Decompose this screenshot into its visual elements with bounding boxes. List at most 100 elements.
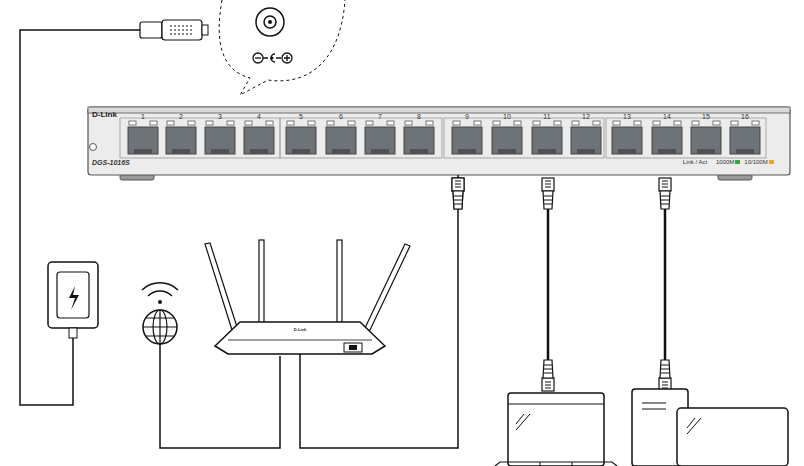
rj45-port <box>404 127 434 154</box>
rj45-port <box>730 127 760 154</box>
legend-text: 10/100M <box>744 159 767 165</box>
port-group <box>444 118 604 158</box>
port-led <box>405 121 412 125</box>
port-led <box>245 121 252 125</box>
port-led <box>348 121 355 125</box>
rj45-port <box>452 127 482 154</box>
port-number: 16 <box>741 113 749 120</box>
port-group <box>280 118 442 158</box>
rj45-port <box>492 127 522 154</box>
wan-cable <box>160 344 280 448</box>
port-number: 10 <box>503 113 511 120</box>
port-latch <box>371 149 389 154</box>
brand-logo: D-Link <box>92 111 117 119</box>
port-led <box>514 121 521 125</box>
power-adapter <box>48 262 98 338</box>
port-led <box>206 121 213 125</box>
port-led <box>327 121 334 125</box>
rj45-port <box>571 127 601 154</box>
port-number: 11 <box>543 113 550 120</box>
port-latch <box>134 149 152 154</box>
legend-swatch <box>769 160 774 164</box>
port-latch <box>538 149 556 154</box>
port-led <box>554 121 561 125</box>
port-led <box>266 121 273 125</box>
power-jack-zoom <box>219 0 345 95</box>
desktop-computer <box>632 389 788 466</box>
power-cable <box>20 30 140 405</box>
rj45-plug <box>452 178 464 209</box>
port-latch <box>618 149 636 154</box>
legend-text: 1000M <box>716 159 734 165</box>
port-led <box>387 121 394 125</box>
port-led <box>634 121 641 125</box>
port-latch <box>172 149 190 154</box>
port-latch <box>410 149 428 154</box>
port-number: 13 <box>623 113 631 120</box>
port-led <box>150 121 157 125</box>
rj45-port <box>532 127 562 154</box>
port-latch <box>498 149 516 154</box>
port-latch <box>577 149 595 154</box>
port-led <box>188 121 195 125</box>
port-led <box>752 121 759 125</box>
port-led <box>613 121 620 125</box>
port-number: 7 <box>378 113 382 120</box>
port-latch <box>658 149 676 154</box>
rj45-port <box>166 127 196 154</box>
port-number: 4 <box>257 113 261 120</box>
port-number: 14 <box>663 113 671 120</box>
rj45-port <box>128 127 158 154</box>
port-led <box>653 121 660 125</box>
rj45-plug <box>542 360 554 391</box>
rj45-port <box>244 127 274 154</box>
port-latch <box>697 149 715 154</box>
port-led <box>366 121 373 125</box>
port-group <box>606 118 766 158</box>
port-number: 15 <box>702 113 710 120</box>
rj45-plug <box>659 178 671 209</box>
port-led <box>287 121 294 125</box>
port-group <box>120 118 280 158</box>
port-number: 5 <box>299 113 303 120</box>
port-latch <box>292 149 310 154</box>
rj45-port <box>365 127 395 154</box>
port-latch <box>458 149 476 154</box>
port-latch <box>211 149 229 154</box>
port-number: 1 <box>141 113 145 120</box>
rj45-plug <box>542 178 554 209</box>
router <box>205 240 410 354</box>
rj45-port <box>612 127 642 154</box>
dc-plug <box>140 20 208 40</box>
rj45-port <box>691 127 721 154</box>
port-led <box>167 121 174 125</box>
port-led <box>493 121 500 125</box>
legend-swatch <box>735 160 740 164</box>
switch-housing <box>88 107 790 175</box>
port-number: 12 <box>582 113 590 120</box>
rj45-port <box>326 127 356 154</box>
port-led <box>308 121 315 125</box>
rj45-port <box>205 127 235 154</box>
port-number: 3 <box>218 113 222 120</box>
port-led <box>713 121 720 125</box>
port-number: 2 <box>179 113 183 120</box>
port-led <box>474 121 481 125</box>
led-legend-title: Link / Act <box>683 159 707 165</box>
internet-globe <box>142 283 178 344</box>
ethernet-cable <box>548 209 665 360</box>
port-led <box>426 121 433 125</box>
laptop <box>495 393 617 466</box>
rj45-port <box>286 127 316 154</box>
port-led <box>572 121 579 125</box>
port-led <box>593 121 600 125</box>
port-latch <box>250 149 268 154</box>
router-body: D-Link <box>240 324 360 354</box>
model-name: DGS-1016S <box>92 159 130 166</box>
port-latch <box>332 149 350 154</box>
port-led <box>129 121 136 125</box>
rj45-port <box>652 127 682 154</box>
port-number: 6 <box>339 113 343 120</box>
